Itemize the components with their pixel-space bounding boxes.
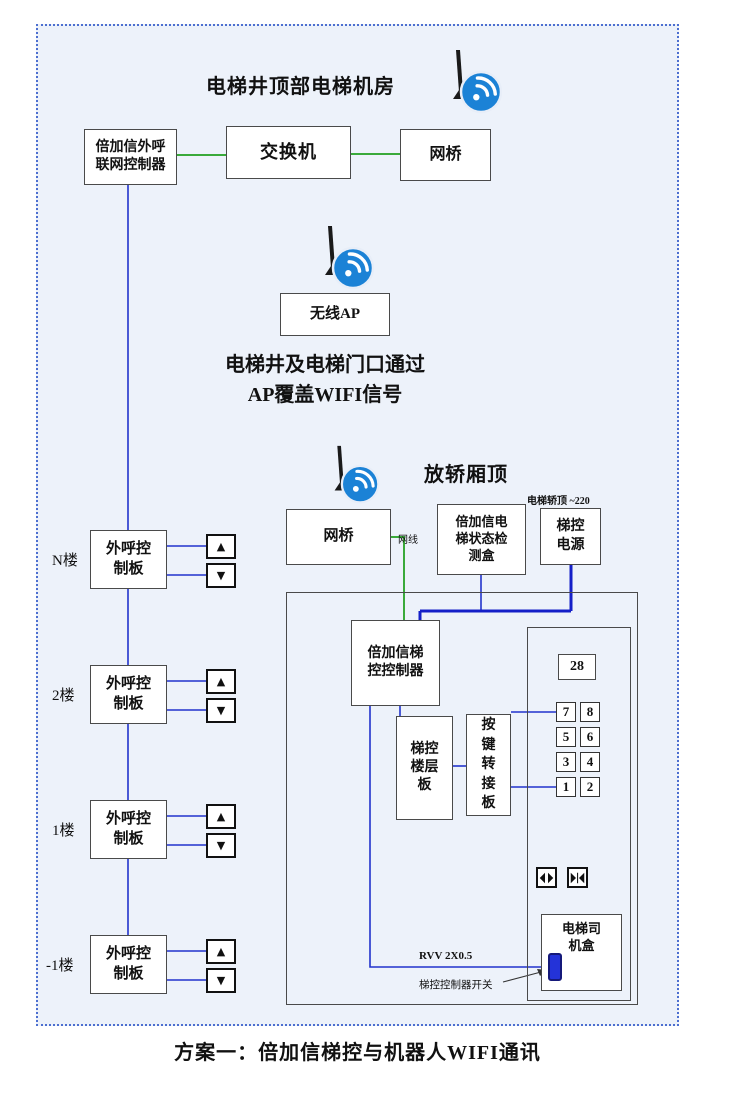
call-up-button: ▲ — [206, 804, 236, 829]
wifi-antenna-icon — [453, 50, 502, 114]
outcall-board-box: 外呼控 制板 — [90, 530, 167, 589]
panel-button: 7 — [556, 702, 576, 722]
up-arrow-icon: ▲ — [216, 810, 226, 823]
diagram-caption: 方案一：倍加信梯控与机器人WIFI通讯 — [174, 1042, 541, 1064]
outcall-network-controller-box: 倍加信外呼 联网控制器 — [84, 129, 177, 185]
floor-label: 1楼 — [52, 823, 75, 839]
floor-label: 2楼 — [52, 688, 75, 704]
call-down-button: ▼ — [206, 968, 236, 993]
switch-box: 交换机 — [226, 126, 351, 179]
car-top-power-note: 电梯轿顶 ~220 — [527, 496, 590, 507]
machine-room-title: 电梯井顶部电梯机房 — [206, 76, 395, 98]
down-arrow-icon: ▼ — [216, 839, 226, 852]
floor-label: N楼 — [52, 553, 78, 569]
up-arrow-icon: ▲ — [216, 540, 226, 553]
wifi-antenna-icon — [325, 226, 374, 290]
panel-button: 3 — [556, 752, 576, 772]
panel-button: 2 — [580, 777, 600, 797]
car-top-area-box — [286, 592, 638, 1005]
elevator-controller-box: 倍加信梯 控控制器 — [351, 620, 440, 706]
outcall-board-box: 外呼控 制板 — [90, 935, 167, 994]
panel-button: 4 — [580, 752, 600, 772]
outcall-board-box: 外呼控 制板 — [90, 800, 167, 859]
cable-label: 网线 — [398, 535, 418, 546]
floor-label: -1楼 — [46, 958, 74, 974]
driver-box: 电梯司 机盒 — [541, 914, 622, 991]
door-open-button — [536, 867, 557, 888]
rvv-cable-label: RVV 2X0.5 — [419, 950, 473, 962]
elevator-status-box: 倍加信电 梯状态检 测盒 — [437, 504, 526, 575]
ap-coverage-note: 电梯井及电梯门口通过 AP覆盖WIFI信号 — [225, 354, 425, 406]
controller-switch-icon — [548, 953, 562, 981]
outcall-board-box: 外呼控 制板 — [90, 665, 167, 724]
elevator-panel-box — [527, 627, 631, 1001]
panel-button: 5 — [556, 727, 576, 747]
controller-switch-label: 梯控控制器开关 — [419, 980, 493, 991]
wireless-ap-box: 无线AP — [280, 293, 390, 336]
door-open-icon — [539, 872, 554, 883]
call-up-button: ▲ — [206, 669, 236, 694]
floor-board-box: 梯控 楼层 板 — [396, 716, 453, 820]
key-adapter-box: 按 键 转 接 板 — [466, 714, 511, 816]
call-down-button: ▼ — [206, 698, 236, 723]
panel-button: 6 — [580, 727, 600, 747]
call-up-button: ▲ — [206, 534, 236, 559]
floor-display: 28 — [558, 654, 596, 680]
network-bridge-box: 网桥 — [400, 129, 491, 181]
call-down-button: ▼ — [206, 833, 236, 858]
down-arrow-icon: ▼ — [216, 974, 226, 987]
call-up-button: ▲ — [206, 939, 236, 964]
down-arrow-icon: ▼ — [216, 569, 226, 582]
panel-button: 1 — [556, 777, 576, 797]
up-arrow-icon: ▲ — [216, 675, 226, 688]
car-top-title: 放轿厢顶 — [424, 464, 508, 486]
door-close-button — [567, 867, 588, 888]
up-arrow-icon: ▲ — [216, 945, 226, 958]
door-close-icon — [570, 872, 585, 883]
call-down-button: ▼ — [206, 563, 236, 588]
elevator-power-box: 梯控 电源 — [540, 508, 601, 565]
wifi-antenna-icon — [334, 445, 380, 504]
down-arrow-icon: ▼ — [216, 704, 226, 717]
network-bridge2-box: 网桥 — [286, 509, 391, 565]
panel-button: 8 — [580, 702, 600, 722]
